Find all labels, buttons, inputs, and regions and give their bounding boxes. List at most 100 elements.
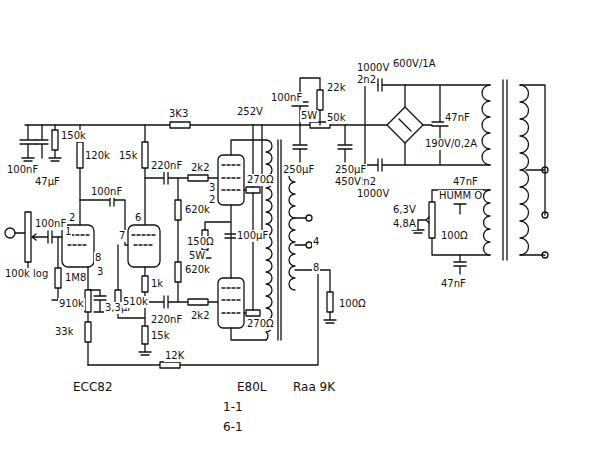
component-label: 4: [312, 236, 320, 248]
tap-terminal: [306, 215, 312, 221]
component-label: 6: [134, 212, 142, 224]
component-label: 12K: [164, 350, 185, 362]
component-label: 250µF: [282, 164, 315, 176]
resistor-symbol: [317, 90, 323, 110]
component-label: 3: [96, 266, 104, 278]
component-label: 7: [118, 230, 126, 242]
component-label: 3: [208, 182, 216, 194]
component-label: 220nF: [150, 160, 183, 172]
wire: [252, 125, 253, 310]
supply-rail: [25, 124, 387, 125]
capacitor-symbol: [20, 125, 36, 161]
resistor-symbol: [160, 362, 180, 368]
tube-electrodes: [132, 235, 156, 245]
component-label: 100nF: [90, 186, 123, 198]
component-label: ECC82: [72, 380, 114, 394]
component-label: 100k log: [4, 268, 49, 280]
component-label: 5W: [300, 110, 318, 122]
resistor-symbol: [55, 268, 61, 288]
component-label: 620k: [184, 204, 211, 216]
wire: [412, 190, 490, 255]
resistor-symbol: [327, 292, 333, 312]
component-label: 6,3V: [392, 204, 417, 216]
component-label: 270Ω: [246, 318, 275, 330]
tube-electrodes: [222, 288, 240, 313]
component-label: 100µF: [236, 230, 269, 242]
transformer-winding: [482, 85, 490, 165]
component-label: 910k: [58, 298, 85, 310]
component-label: 33k: [54, 326, 75, 338]
capacitor-symbol: [36, 125, 48, 158]
component-label: 5W: [188, 250, 206, 262]
component-label: 252V: [236, 106, 264, 118]
wire: [88, 267, 106, 365]
transformer-core: [503, 80, 507, 260]
component-label: 1000V: [356, 62, 390, 74]
resistor-symbol: [142, 276, 148, 292]
resistor-symbol: [170, 122, 190, 128]
wire: [399, 85, 490, 165]
wire: [15, 212, 34, 275]
component-label: E80L: [236, 380, 268, 394]
component-label: 2k2: [190, 310, 211, 322]
component-label: 100nF: [34, 218, 67, 230]
capacitor-symbol: [293, 125, 352, 162]
component-label: 4,8A: [392, 218, 417, 230]
component-label: 150k: [60, 130, 87, 142]
wiper-arrow: [426, 217, 429, 223]
tube-symbol: [218, 155, 244, 205]
resistor-symbol: [142, 326, 148, 344]
component-label: 190V/0,2A: [424, 138, 478, 150]
component-label: 270Ω: [246, 174, 275, 186]
component-label: 150Ω: [186, 236, 215, 248]
mains-lead: [520, 85, 545, 255]
tube-symbol: [128, 225, 160, 267]
resistor-symbol: [85, 322, 91, 342]
transformer-core: [278, 140, 281, 340]
component-label: 100nF: [270, 92, 303, 104]
component-label: 47µF: [34, 176, 61, 188]
component-label: 2n2: [356, 74, 377, 86]
terminal: [542, 252, 548, 258]
potentiometer-symbol: [25, 212, 31, 262]
component-label: 47nF: [440, 278, 467, 290]
resistor-symbol: [77, 142, 83, 168]
wire: [244, 190, 256, 313]
resistor-symbol: [175, 200, 181, 220]
component-label: 450V: [334, 176, 362, 188]
component-label: 510k: [122, 296, 149, 308]
component-label: 100Ω: [440, 230, 469, 242]
component-label: 8: [94, 252, 102, 264]
component-label: 1-1: [222, 400, 244, 414]
component-label: 220nF: [150, 314, 183, 326]
transformer-winding: [484, 190, 490, 255]
wire: [145, 296, 218, 308]
wire: [177, 178, 178, 302]
component-label: 100Ω: [338, 298, 367, 310]
wire: [88, 218, 336, 365]
tube-symbol: [62, 225, 94, 267]
component-label: 22k: [326, 82, 347, 94]
terminal: [542, 212, 548, 218]
component-label: 1000V: [356, 188, 390, 200]
input-jack: [5, 228, 15, 238]
component-label: 3K3: [168, 108, 189, 120]
component-label: 620k: [184, 264, 211, 276]
wire: [144, 125, 145, 225]
component-label: Raa 9K: [292, 380, 336, 394]
wire: [118, 245, 151, 355]
resistor-symbol: [188, 299, 208, 305]
wire: [52, 237, 64, 300]
potentiometer-symbol: [429, 202, 435, 238]
component-label: 120k: [84, 150, 111, 162]
component-label: 6-1: [222, 420, 244, 434]
tube-symbol: [218, 278, 244, 328]
resistor-symbol: [85, 290, 91, 312]
terminal: [542, 167, 548, 173]
transformer-winding: [289, 170, 295, 290]
component-label: 15k: [118, 150, 139, 162]
capacitor-symbol: [365, 79, 405, 171]
component-label: 1M8: [64, 272, 87, 284]
component-label: HUMM O: [438, 190, 483, 202]
